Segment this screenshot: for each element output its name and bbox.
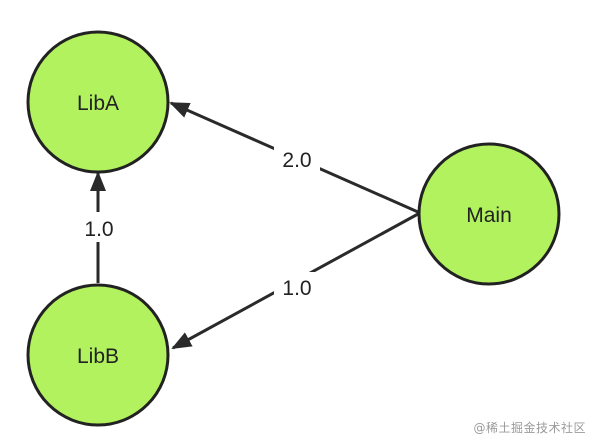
node-libb: LibB [26, 283, 170, 427]
node-main-label: Main [466, 204, 512, 227]
node-liba: LibA [26, 30, 170, 174]
edge-labels: 2.0 1.0 1.0 [78, 144, 320, 302]
edge-label-main-liba: 2.0 [282, 149, 311, 172]
node-main: Main [417, 142, 561, 286]
watermark-text: @稀土掘金技术社区 [473, 421, 586, 435]
node-libb-circle [26, 283, 170, 427]
node-liba-label: LibA [77, 92, 119, 115]
node-libb-label: LibB [77, 345, 119, 368]
node-main-circle [417, 142, 561, 286]
node-liba-circle [26, 30, 170, 174]
edge-label-libb-liba: 1.0 [84, 218, 113, 241]
edge-label-main-libb: 1.0 [282, 277, 311, 300]
